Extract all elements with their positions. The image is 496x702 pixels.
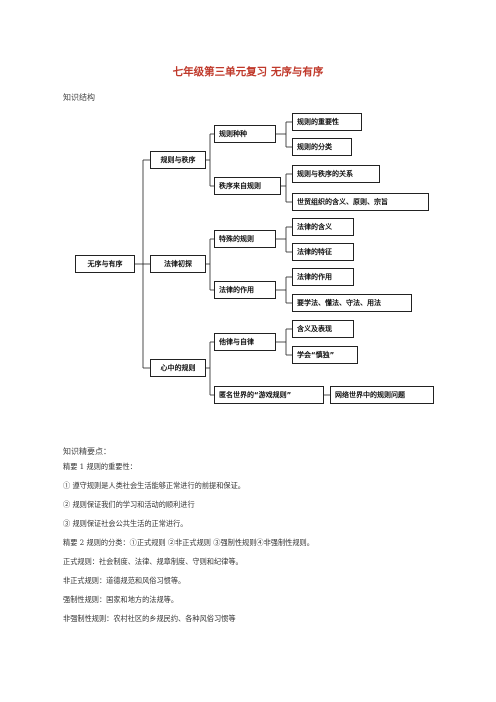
node-l3-law-features: 法律的特征: [292, 243, 354, 261]
node-l2-order-from-rules: 秩序来自规则: [214, 177, 281, 195]
node-l3-classification: 规则的分类: [292, 138, 352, 156]
node-l3-meaning-expression: 含义及表现: [292, 320, 354, 338]
point-line: 正式规则：社会制度、法律、规章制度、守则和纪律等。: [63, 557, 243, 566]
page-title: 七年级第三单元复习 无序与有序: [172, 66, 324, 78]
point-line: 精要 2 规则的分类：①正式规则 ②非正式规则 ③强制性规则④非强制性规则。: [63, 538, 314, 547]
node-l3-learn-law: 要学法、懂法、守法、用法: [292, 294, 412, 312]
section-heading-structure: 知识结构: [63, 93, 95, 102]
node-l3-law-role: 法律的作用: [292, 268, 354, 286]
point-line: 强制性规则：国家和地方的法规等。: [63, 595, 179, 604]
node-l3-shendu: 学会“慎独”: [292, 346, 358, 364]
node-root: 无序与有序: [75, 255, 135, 273]
node-l2-rule-types: 规则种种: [214, 125, 276, 143]
node-l2-special-rules: 特殊的规则: [214, 230, 276, 248]
node-l1-heart-rules: 心中的规则: [150, 359, 206, 377]
node-l3-importance: 规则的重要性: [292, 113, 362, 131]
node-l1-law: 法律初探: [150, 255, 206, 273]
node-l2-anonymous-world: 匿名世界的“游戏规则”: [214, 386, 324, 404]
point-line: 非强制性规则：农村社区的乡规民约、各种风俗习惯等: [63, 614, 236, 623]
node-l3-network-rules: 网络世界中的规则问题: [330, 386, 434, 404]
point-line: 非正式规则：道德规范和风俗习惯等。: [63, 576, 186, 585]
node-l1-rules-order: 规则与秩序: [150, 151, 206, 169]
point-line: ③ 规则保证社会公共生活的正常进行。: [63, 519, 188, 528]
node-l3-wto: 世贸组织的含义、原则、宗旨: [292, 193, 429, 211]
node-l3-law-meaning: 法律的含义: [292, 218, 354, 236]
node-l2-self-discipline: 他律与自律: [214, 333, 276, 351]
node-l3-relation: 规则与秩序的关系: [292, 165, 380, 183]
point-line: 精要 1 规则的重要性：: [63, 462, 137, 471]
node-l2-law-function: 法律的作用: [214, 281, 276, 299]
section-heading-points: 知识精要点：: [63, 447, 111, 456]
point-line: ① 遵守规则是人类社会生活能够正常进行的前提和保证。: [63, 481, 245, 490]
point-line: ② 规则保证我们的学习和活动的顺利进行: [63, 500, 195, 509]
